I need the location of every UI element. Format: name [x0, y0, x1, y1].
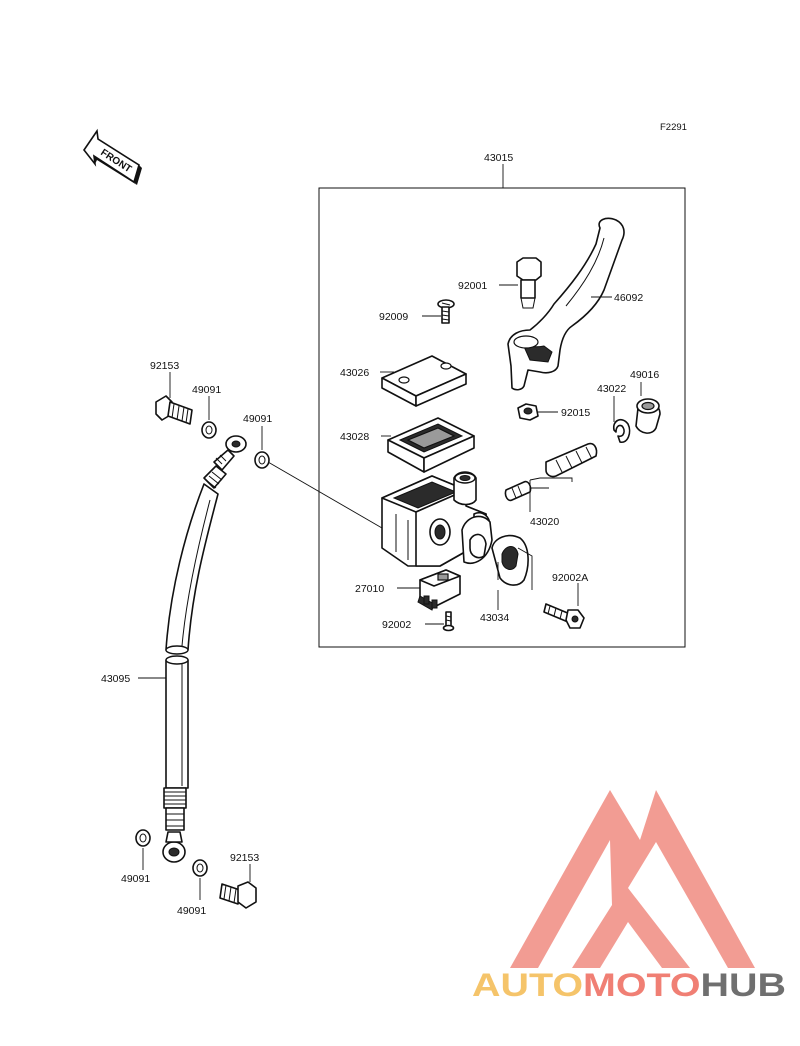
top-banjo-bolt: 92153: [150, 360, 193, 425]
diaphragm: 43028: [340, 417, 475, 473]
figure-code: F2291: [660, 122, 687, 133]
label-43026: 43026: [340, 367, 369, 379]
label-43020: 43020: [530, 516, 559, 528]
label-92002A: 92002A: [552, 572, 588, 584]
master-cylinder-body: [381, 471, 491, 567]
label-92153-bottom: 92153: [230, 852, 259, 864]
dust-boot: 49016 43022: [597, 369, 661, 434]
label-43095: 43095: [101, 673, 130, 685]
lever-nut: 92015: [517, 403, 590, 421]
label-92002: 92002: [382, 619, 411, 631]
label-92009: 92009: [379, 311, 408, 323]
label-49091-top-left: 49091: [192, 384, 221, 396]
label-49016: 49016: [630, 369, 659, 381]
label-46092: 46092: [614, 292, 643, 304]
label-43015: 43015: [484, 152, 513, 164]
top-washer-left: 49091: [192, 384, 221, 439]
leader-49091-to-body: [267, 461, 383, 529]
label-43034: 43034: [480, 612, 509, 624]
label-92015: 92015: [561, 407, 590, 419]
circlip: [612, 396, 631, 443]
piston-assembly: 43020: [504, 442, 598, 528]
brake-lever: 46092: [507, 217, 643, 391]
reservoir-cap: 43026: [340, 355, 467, 407]
label-43028: 43028: [340, 431, 369, 443]
label-49091-bottom-left: 49091: [121, 873, 150, 885]
label-92153-top: 92153: [150, 360, 179, 372]
pivot-bolt: 92001: [458, 257, 542, 309]
bottom-banjo-bolt: 92153: [219, 852, 259, 909]
top-washer-right: 49091: [243, 413, 272, 469]
label-49091-bottom-right: 49091: [177, 905, 206, 917]
label-49091-top-right: 49091: [243, 413, 272, 425]
watermark-auto: AUTO: [472, 967, 583, 1003]
clamp-bolt: 92002A: [543, 572, 588, 629]
watermark-logo: [510, 790, 755, 968]
front-arrow-icon: FRONT: [83, 128, 142, 185]
watermark-hub: HUB: [701, 967, 786, 1003]
watermark-moto: MOTO: [583, 967, 701, 1003]
handlebar-clamp: 43034: [461, 515, 533, 624]
bottom-washer-right: 49091: [177, 859, 208, 917]
label-92001: 92001: [458, 280, 487, 292]
label-27010: 27010: [355, 583, 384, 595]
brake-light-switch: 27010: [355, 569, 461, 611]
cover-screw: 92009: [379, 299, 455, 324]
assembly-43015-box: 43015: [318, 152, 686, 648]
switch-screw: 92002: [382, 611, 455, 632]
label-43022: 43022: [597, 383, 626, 395]
brake-hose: 43095: [101, 435, 247, 863]
bottom-washer-left: 49091: [121, 829, 151, 885]
